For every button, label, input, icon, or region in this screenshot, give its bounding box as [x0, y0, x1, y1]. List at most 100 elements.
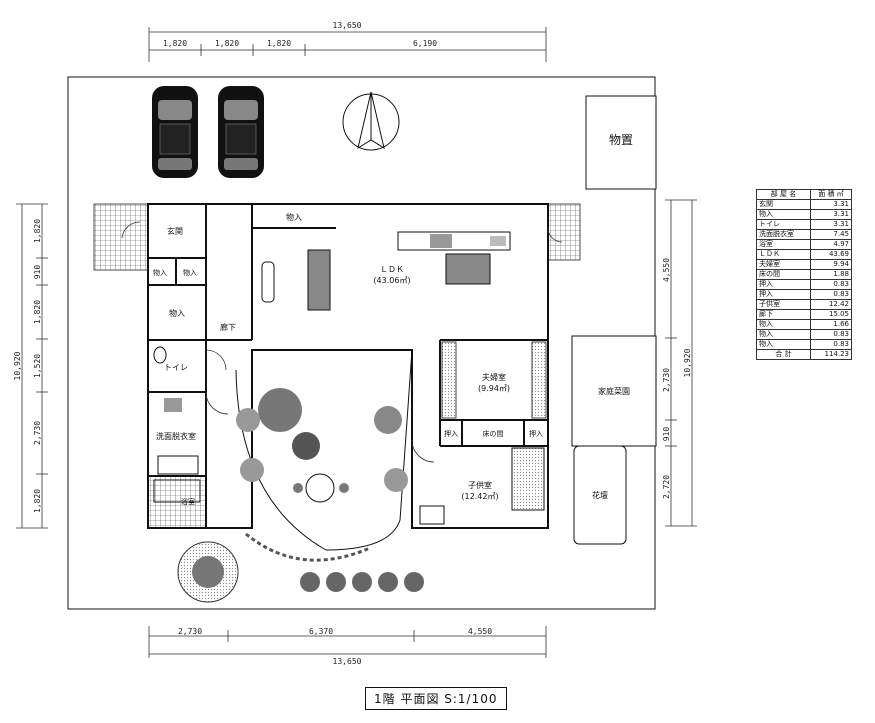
dim-top-seg: 1,820	[267, 39, 291, 48]
dim-bottom-total: 13,650	[333, 657, 362, 666]
area-value-cell: 1.66	[809, 319, 853, 330]
dim-right-seg: 910	[662, 427, 671, 442]
room-kids-label: 子供室	[468, 480, 492, 490]
area-value-cell: 4.97	[809, 239, 853, 250]
dim-left-seg: 1,820	[33, 219, 42, 243]
dimension-top: 13,650 1,820 1,820 1,820 6,190	[148, 21, 547, 62]
dim-left-total: 10,920	[13, 351, 22, 380]
dim-left-seg: 1,520	[33, 354, 42, 378]
dim-right-seg: 4,550	[662, 258, 671, 282]
car-icon	[152, 86, 198, 178]
room-name-cell: 浴室	[756, 239, 811, 250]
area-value-cell: 0.83	[809, 339, 853, 350]
area-value-cell: 0.83	[809, 279, 853, 290]
header-room-name: 部 屋 名	[756, 189, 811, 200]
room-name-cell: 廊下	[756, 309, 811, 320]
total-label: 合 計	[756, 349, 811, 360]
area-value-cell: 9.94	[809, 259, 853, 270]
room-kids-area: (12.42㎡)	[461, 492, 498, 501]
room-master-area: (9.94㎡)	[478, 384, 510, 393]
dimension-bottom: 2,730 6,370 4,550 13,650	[148, 626, 547, 666]
dim-top-total: 13,650	[333, 21, 362, 30]
area-value-cell: 0.83	[809, 329, 853, 340]
dim-right-seg: 2,730	[662, 368, 671, 392]
room-name-cell: 押入	[756, 289, 811, 300]
dim-bottom-seg: 6,370	[309, 627, 333, 636]
dim-top-seg: 1,820	[163, 39, 187, 48]
dimension-right: 4,550 2,730 910 2,720 10,920	[662, 199, 697, 527]
header-area: 面 積 ㎡	[809, 189, 853, 200]
room-storage-b-label: 物入	[183, 268, 197, 277]
dim-left-seg: 1,820	[33, 489, 42, 513]
room-closet-left-label: 押入	[444, 429, 458, 438]
dim-right-total: 10,920	[683, 348, 692, 377]
room-storage-ldk-label: 物入	[286, 212, 302, 222]
area-value-cell: 0.83	[809, 289, 853, 300]
room-name-cell: トイレ	[756, 219, 811, 230]
area-value-cell: 3.31	[809, 209, 853, 220]
dim-bottom-seg: 2,730	[178, 627, 202, 636]
room-tokonoma-label: 床の間	[483, 429, 504, 438]
room-master-label: 夫婦室	[482, 372, 506, 382]
dim-top-seg: 6,190	[413, 39, 437, 48]
courtyard-garden	[177, 349, 424, 603]
room-ldk-label: ＬＤＫ	[380, 265, 404, 274]
flower-label: 花壇	[592, 490, 608, 500]
room-name-cell: ＬＤＫ	[756, 249, 811, 260]
area-value-cell: 15.05	[809, 309, 853, 320]
area-table-header: 部 屋 名 面 積 ㎡	[756, 189, 853, 200]
total-value: 114.23	[809, 349, 853, 360]
shed-label: 物置	[609, 133, 633, 147]
room-name-cell: 洗面脱衣室	[756, 229, 811, 240]
room-name-cell: 物入	[756, 339, 811, 350]
dim-left-seg: 910	[33, 265, 42, 280]
room-name-cell: 夫婦室	[756, 259, 811, 270]
room-storage-a-label: 物入	[153, 268, 167, 277]
area-value-cell: 3.31	[809, 199, 853, 210]
room-ldk-area: (43.06㎡)	[373, 276, 410, 285]
dim-right-seg: 2,720	[662, 475, 671, 499]
room-name-cell: 子供室	[756, 299, 811, 310]
room-name-cell: 物入	[756, 319, 811, 330]
dimension-left: 10,920 1,820 910 1,820 1,520 2,730 1,820	[13, 203, 48, 529]
area-value-cell: 43.69	[809, 249, 853, 260]
dim-bottom-seg: 4,550	[468, 627, 492, 636]
flower-bed	[573, 445, 627, 545]
room-hall-label: 廊下	[220, 322, 236, 332]
area-value-cell: 3.31	[809, 219, 853, 230]
room-name-cell: 物入	[756, 209, 811, 220]
dim-left-seg: 1,820	[33, 300, 42, 324]
room-name-cell: 物入	[756, 329, 811, 340]
shed	[585, 95, 657, 190]
dim-top-seg: 1,820	[215, 39, 239, 48]
garden-label: 家庭菜園	[598, 386, 630, 396]
dim-left-seg: 2,730	[33, 421, 42, 445]
room-closet-right-label: 押入	[529, 429, 543, 438]
furniture	[153, 231, 547, 525]
room-bath-label: 浴室	[181, 497, 195, 506]
area-value-cell: 7.45	[809, 229, 853, 240]
car-icon	[218, 86, 264, 178]
door-swings	[121, 221, 563, 463]
area-table-total-row: 合 計 114.23	[756, 349, 853, 360]
vegetable-garden	[571, 335, 657, 447]
area-value-cell: 12.42	[809, 299, 853, 310]
room-toilet-label: トイレ	[164, 363, 188, 372]
north-arrow-icon	[342, 91, 400, 151]
